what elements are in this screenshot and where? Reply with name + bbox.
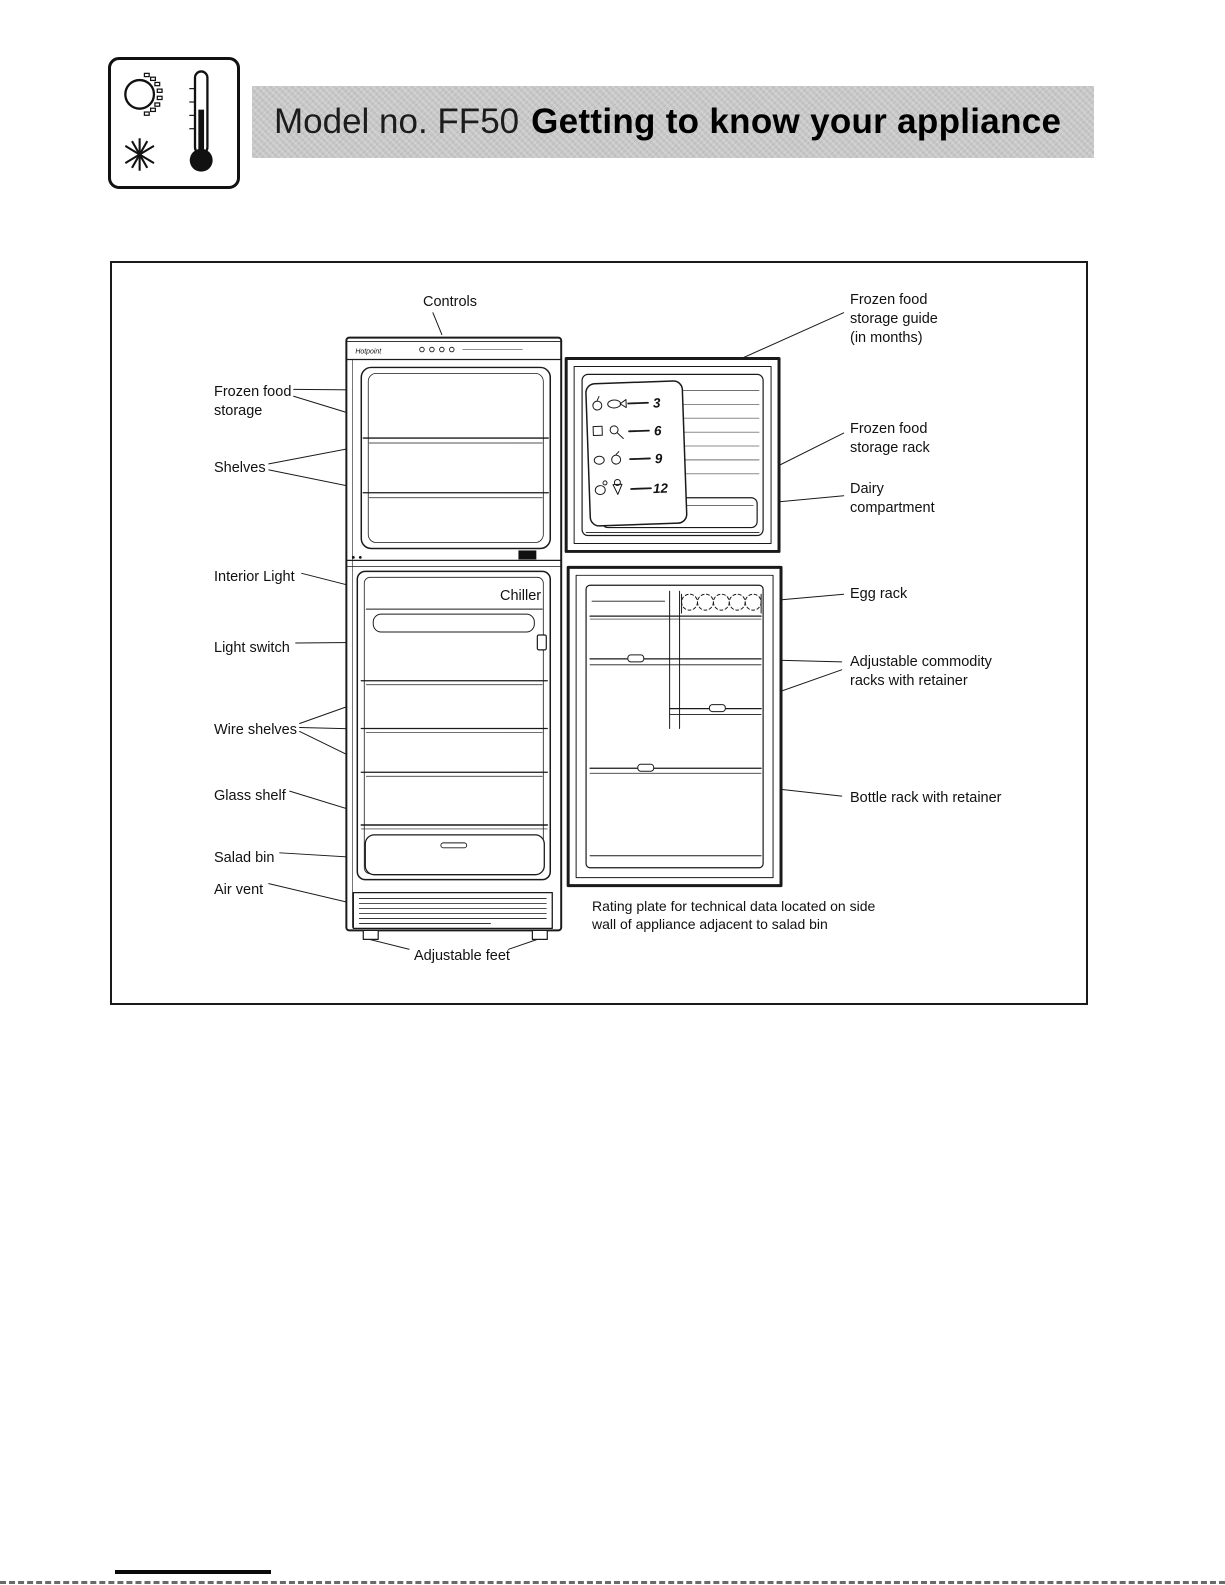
diagram-frame: Hotpoint (110, 261, 1088, 1005)
label-interior-light: Interior Light (214, 569, 295, 585)
control-panel: Hotpoint (345, 341, 562, 361)
bottle-rack (589, 763, 762, 857)
label-glass-shelf: Glass shelf (214, 788, 286, 804)
egg-rack (589, 593, 762, 620)
door-support-column (669, 590, 681, 729)
storage-guide-icons (592, 396, 627, 496)
symbol-box-graphics (124, 70, 213, 172)
label-air-vent: Air vent (214, 882, 264, 898)
page-header: Model no. FF50 Getting to know your appl… (252, 86, 1094, 158)
salad-bin (364, 834, 545, 876)
footer-rule (115, 1570, 271, 1574)
label-shelves: Shelves (214, 460, 266, 476)
guide-month-12: 12 (653, 481, 669, 497)
storage-guide-card: 3 6 9 12 (585, 380, 688, 527)
thermostat-dial-icon (124, 72, 163, 116)
label-adjustable-feet: Adjustable feet (414, 948, 510, 964)
label-bottle-rack: Bottle rack with retainer (850, 790, 1002, 806)
label-wire-shelves: Wire shelves (214, 722, 297, 738)
symbol-box (108, 57, 240, 189)
appliance-cabinet: Hotpoint (345, 336, 563, 940)
compartment-divider (345, 550, 562, 567)
adjustable-feet (362, 929, 548, 940)
fridge-compartment (356, 570, 552, 881)
label-adjustable-commodity-racks: Adjustable commodity racks with retainer (850, 654, 992, 689)
control-indicator-icons (419, 346, 455, 353)
freezer-compartment (360, 366, 552, 550)
label-frozen-food-storage: Frozen food storage (214, 384, 292, 419)
label-salad-bin: Salad bin (214, 850, 275, 866)
wire-shelves (360, 680, 548, 777)
rating-plate-note: Rating plate for technical data located … (592, 898, 876, 933)
chiller-tray (365, 608, 543, 633)
model-number: Model no. FF50 (274, 102, 520, 141)
label-frozen-food-storage-rack: Frozen food storage rack (850, 421, 930, 456)
storage-guide-dashes (627, 401, 652, 490)
guide-month-9: 9 (655, 451, 664, 466)
label-egg-rack: Egg rack (850, 586, 908, 602)
thermometer-icon (189, 70, 213, 172)
label-dairy-compartment: Dairy compartment (850, 481, 935, 516)
freezer-shelves (362, 437, 549, 499)
glass-shelf (360, 824, 549, 830)
guide-month-6: 6 (654, 423, 663, 438)
snowflake-icon (124, 138, 155, 171)
page-title: Getting to know your appliance (531, 102, 1062, 141)
label-controls: Controls (423, 294, 477, 310)
guide-month-3: 3 (653, 395, 662, 410)
air-vent-grille (352, 891, 553, 930)
scan-artifact-bottom (0, 1581, 1225, 1584)
label-chiller: Chiller (500, 588, 542, 604)
label-frozen-food-storage-guide: Frozen food storage guide (in months) (850, 292, 938, 346)
label-light-switch: Light switch (214, 640, 290, 656)
freezer-door: 3 6 9 12 (564, 356, 781, 553)
appliance-brand-text: Hotpoint (355, 349, 382, 356)
appliance-diagram: Hotpoint (268, 312, 845, 950)
fridge-door (566, 565, 783, 888)
commodity-racks (589, 654, 762, 715)
light-switch (536, 634, 547, 651)
